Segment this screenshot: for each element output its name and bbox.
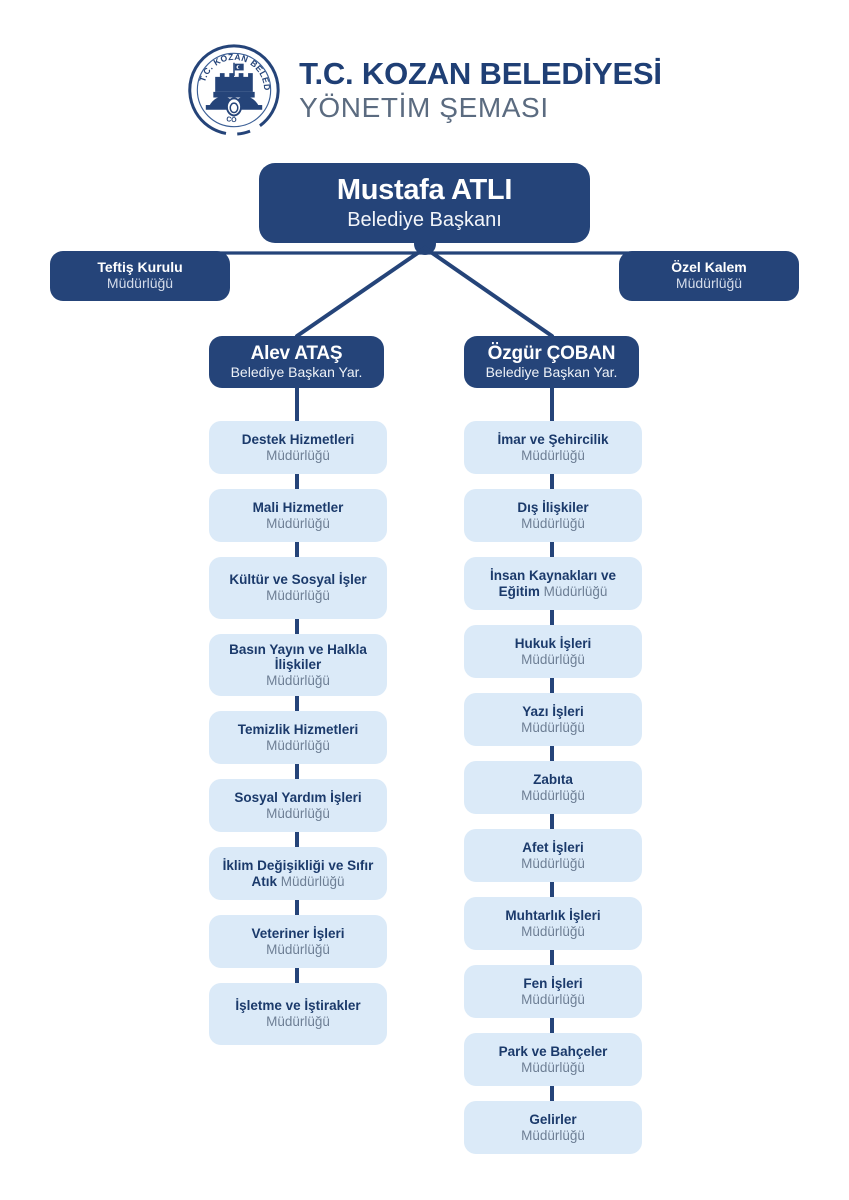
department-suffix: Müdürlüğü [266,515,330,531]
department-suffix: Müdürlüğü [276,873,345,889]
staff-unit-name: Özel Kalem [671,258,747,275]
deputy-name: Alev ATAŞ [250,342,343,364]
president-name: Mustafa ATLI [336,173,513,206]
department-name: İklim Değişikliği ve Sıfır Atık Müdürlüğ… [222,858,374,889]
department-suffix: Müdürlüğü [521,447,585,463]
node-president[interactable]: Mustafa ATLI Belediye Başkanı [259,163,590,243]
header-text-block: T.C. KOZAN BELEDİYESİ YÖNETİM ŞEMASI [299,58,662,122]
department-name: Sosyal Yardım İşleri [234,789,362,805]
node-staff-unit-ozel-kalem[interactable]: Özel Kalem Müdürlüğü [619,251,799,301]
staff-unit-suffix: Müdürlüğü [106,275,174,292]
department-suffix: Müdürlüğü [539,583,608,599]
department-suffix: Müdürlüğü [266,737,330,753]
node-staff-unit-teftis-kurulu[interactable]: Teftiş Kurulu Müdürlüğü [50,251,230,301]
department-name: Kültür ve Sosyal İşler [229,572,367,588]
department-name: Yazı İşleri [522,703,584,719]
department-suffix: Müdürlüğü [521,1059,585,1075]
department-suffix: Müdürlüğü [521,719,585,735]
department-name: İşletme ve İştirakler [235,998,361,1014]
department-name: Gelirler [529,1111,577,1127]
staff-unit-name: Teftiş Kurulu [97,258,183,275]
department-suffix: Müdürlüğü [266,1014,330,1030]
department-name: Muhtarlık İşleri [505,907,601,923]
department-suffix: Müdürlüğü [266,805,330,821]
department-name: İmar ve Şehircilik [497,431,609,447]
department-suffix: Müdürlüğü [521,855,585,871]
department-name: Hukuk İşleri [514,635,592,651]
department-name: Basın Yayın ve Halkla İlişkiler [229,641,367,672]
deputy-title: Belediye Başkan Yar. [230,364,363,381]
department-suffix: Müdürlüğü [521,923,585,939]
department-suffix: Müdürlüğü [521,991,585,1007]
department-name: Veteriner İşleri [251,925,345,941]
svg-text:CÖ: CÖ [226,115,237,124]
department-name: Park ve Bahçeler [498,1043,608,1059]
department-suffix: Müdürlüğü [521,651,585,667]
chart-header: T.C. KOZAN BELEDİYESİ CÖ T.C. KOZAN BELE… [0,36,849,144]
deputy-title: Belediye Başkan Yar. [485,364,618,381]
department-name: Zabıta [533,771,573,787]
department-name: İnsan Kaynakları ve Eğitim Müdürlüğü [489,568,617,599]
president-title: Belediye Başkanı [347,209,502,232]
department-suffix: Müdürlüğü [521,1127,585,1143]
staff-unit-suffix: Müdürlüğü [675,275,743,292]
department-suffix: Müdürlüğü [266,941,330,957]
node-deputy-mayor-right[interactable]: Özgür ÇOBAN Belediye Başkan Yar. [464,336,639,388]
kozan-municipality-seal-icon: T.C. KOZAN BELEDİYESİ CÖ [187,43,280,136]
node-deputy-mayor-left[interactable]: Alev ATAŞ Belediye Başkan Yar. [209,336,384,388]
node-department[interactable]: İnsan Kaynakları ve Eğitim Müdürlüğü [464,557,642,610]
node-department[interactable]: İklim Değişikliği ve Sıfır Atık Müdürlüğ… [209,847,387,900]
department-name: Destek Hizmetleri [241,431,355,447]
page-subtitle: YÖNETİM ŞEMASI [299,92,549,123]
department-suffix: Müdürlüğü [266,588,330,604]
department-name: Dış İlişkiler [517,499,589,515]
department-name: Fen İşleri [523,975,583,991]
department-suffix: Müdürlüğü [266,672,330,688]
department-name: Afet İşleri [522,839,584,855]
department-name: Mali Hizmetler [252,499,344,515]
page-title: T.C. KOZAN BELEDİYESİ [299,56,662,91]
deputy-name: Özgür ÇOBAN [487,342,616,364]
department-name: Temizlik Hizmetleri [237,721,359,737]
department-suffix: Müdürlüğü [266,447,330,463]
department-suffix: Müdürlüğü [521,515,585,531]
department-suffix: Müdürlüğü [521,787,585,803]
